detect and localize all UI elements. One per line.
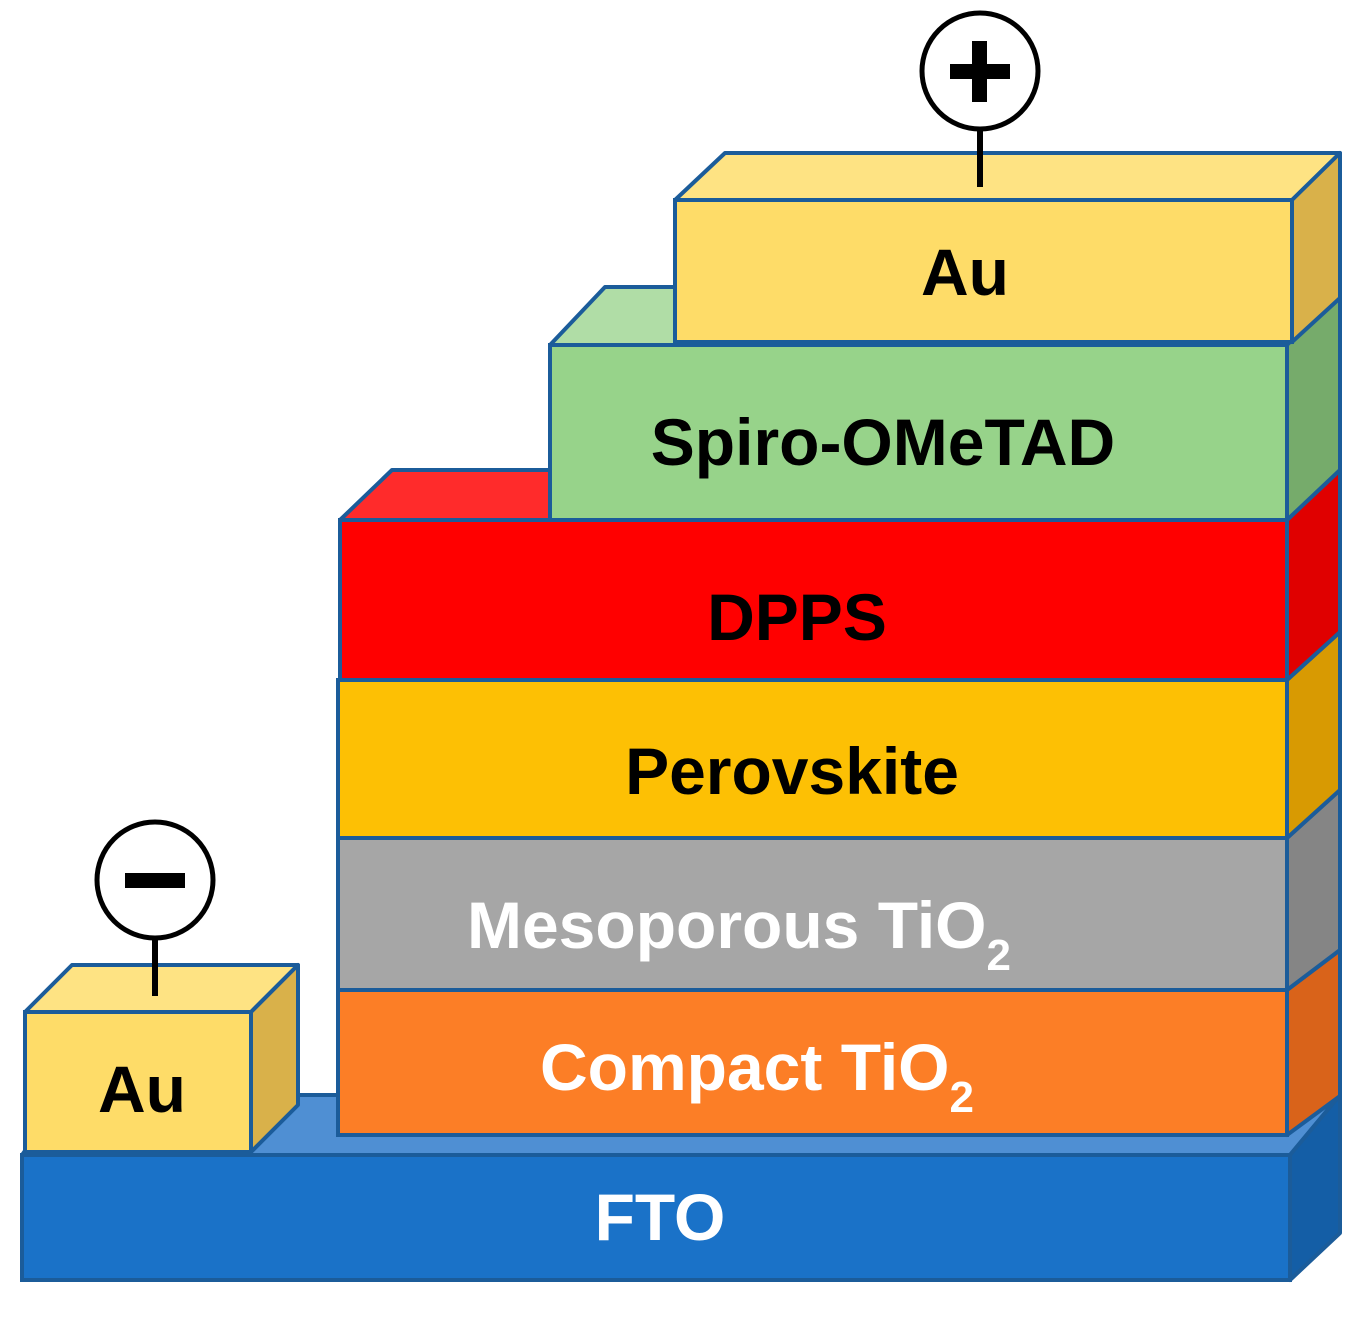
minus-icon xyxy=(125,873,185,888)
mesoporous-tio2-subscript: 2 xyxy=(987,931,1011,980)
compact-tio2-label: Compact TiO2 xyxy=(540,1030,974,1122)
perovskite-layer: Perovskite xyxy=(336,630,1342,840)
au-top-electrode: Au xyxy=(673,151,1342,344)
dpps-front-face xyxy=(338,518,1289,682)
mesoporous-tio2-layer: Mesoporous TiO2 xyxy=(336,788,1342,992)
au-left-front-face xyxy=(23,1010,253,1154)
mesoporous-tio2-label: Mesoporous TiO2 xyxy=(467,888,1011,980)
compact-tio2-label-main: Compact TiO xyxy=(540,1030,950,1104)
compact-tio2-subscript: 2 xyxy=(950,1073,974,1122)
au-left-electrode: Au xyxy=(23,963,300,1154)
au-top-top-face xyxy=(673,151,1342,202)
au-top-label: Au xyxy=(921,235,1009,309)
perovskite-label: Perovskite xyxy=(625,734,959,808)
spiro-ometad-label: Spiro-OMeTAD xyxy=(651,405,1115,479)
fto-label: FTO xyxy=(595,1180,726,1254)
negative-terminal xyxy=(94,819,216,996)
au-top-front-face xyxy=(673,198,1294,344)
plus-icon xyxy=(950,41,1010,102)
mesoporous-tio2-label-main: Mesoporous TiO xyxy=(467,888,987,962)
mesoporous-tio2-front-face xyxy=(336,836,1289,992)
au-left-label: Au xyxy=(98,1052,186,1126)
compact-tio2-front-face xyxy=(336,988,1289,1137)
dpps-label: DPPS xyxy=(707,580,887,654)
positive-terminal xyxy=(919,10,1041,187)
fto-front-face xyxy=(20,1153,1292,1282)
perovskite-front-face xyxy=(336,678,1289,840)
compact-tio2-layer: Compact TiO2 xyxy=(336,948,1342,1137)
spiro-ometad-front-face xyxy=(548,343,1289,522)
